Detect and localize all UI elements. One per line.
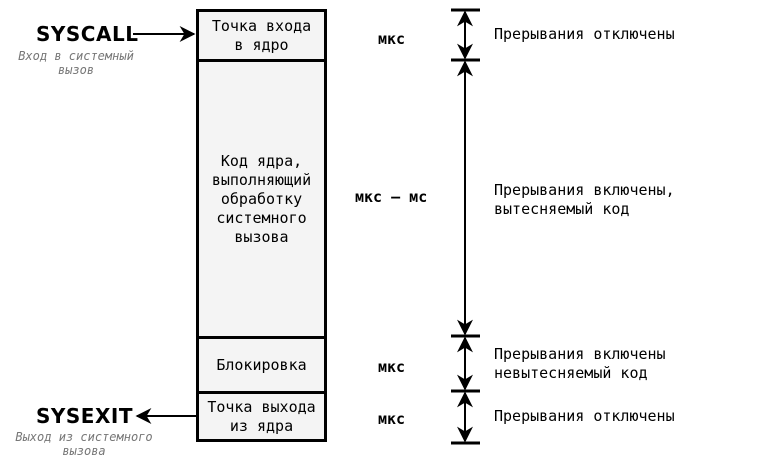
duration-label: мкс — мс	[355, 188, 428, 206]
syscall-label: SYSCALL	[36, 22, 139, 46]
stage-description: Прерывания включены, вытесняемый код	[494, 181, 675, 218]
stage-box-exit: Точка выхода из ядра	[196, 391, 327, 442]
duration-label: мкс	[378, 30, 406, 48]
sysexit-subtitle: Выход из системного вызова	[15, 430, 153, 458]
stage-description: Прерывания отключены	[494, 407, 675, 425]
duration-label: мкс	[378, 358, 406, 376]
stage-name: Точка выхода из ядра	[207, 397, 316, 435]
dimension-ticks	[451, 8, 480, 445]
sysexit-label: SYSEXIT	[36, 404, 133, 428]
stage-description: Прерывания включены невытесняемый код	[494, 345, 666, 382]
syscall-subtitle: Вход в системный вызов	[18, 49, 134, 77]
stage-box-kernel-code: Код ядра, выполняющий обработку системно…	[196, 59, 327, 339]
stage-name: Код ядра, выполняющий обработку системно…	[211, 151, 312, 246]
duration-label: мкс	[378, 410, 406, 428]
stage-name: Точка входа в ядро	[211, 16, 312, 54]
stage-description: Прерывания отключены	[494, 25, 675, 43]
stage-name: Блокировка	[216, 355, 307, 374]
